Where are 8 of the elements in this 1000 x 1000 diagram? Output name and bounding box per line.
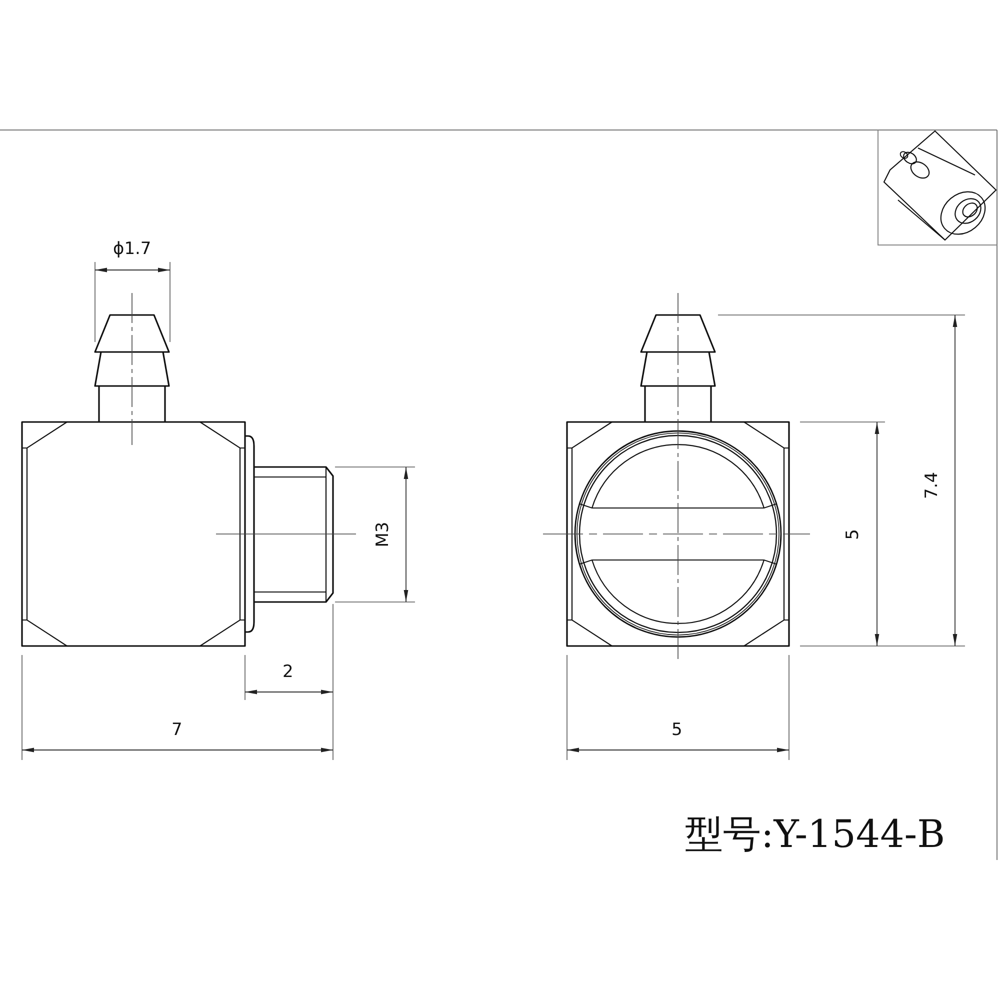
- dimension-label: ϕ1.7: [113, 240, 152, 258]
- dimension-label: 2: [282, 664, 294, 680]
- dimension-label: M3: [374, 521, 392, 547]
- model-number: 型号:Y-1544-B: [685, 815, 946, 853]
- dimension-label: 7: [172, 722, 182, 738]
- dimension-label: 5: [672, 722, 682, 738]
- dimension-label: 7.4: [924, 471, 941, 499]
- dimension-label: 5: [844, 528, 862, 540]
